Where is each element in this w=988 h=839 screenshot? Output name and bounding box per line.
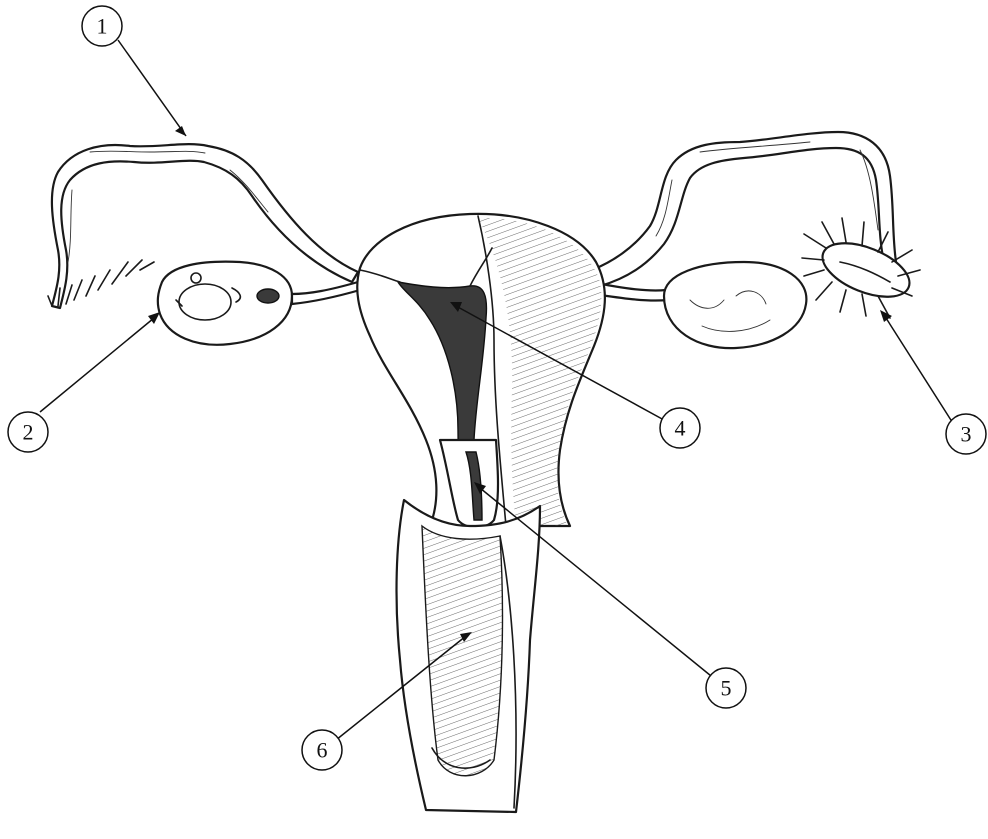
pointer-1 (118, 40, 186, 136)
callout-6-number: 6 (317, 738, 328, 763)
right-fimbriae (802, 218, 920, 318)
callout-1-number: 1 (97, 14, 108, 39)
callout-5-number: 5 (721, 676, 732, 701)
pointer-1-head (175, 126, 186, 136)
uterus (357, 214, 605, 528)
pointer-2 (40, 318, 154, 412)
callout-3: 3 (946, 414, 986, 454)
callout-3-number: 3 (961, 422, 972, 447)
callout-5: 5 (706, 668, 746, 708)
callout-1: 1 (82, 6, 122, 46)
callout-4: 4 (660, 408, 700, 448)
callout-2: 2 (8, 412, 48, 452)
vagina (397, 500, 540, 812)
callout-6: 6 (302, 730, 342, 770)
pointer-3 (886, 318, 956, 428)
callout-4-number: 4 (675, 416, 686, 441)
callout-2-number: 2 (23, 420, 34, 445)
left-ovary (158, 262, 360, 345)
